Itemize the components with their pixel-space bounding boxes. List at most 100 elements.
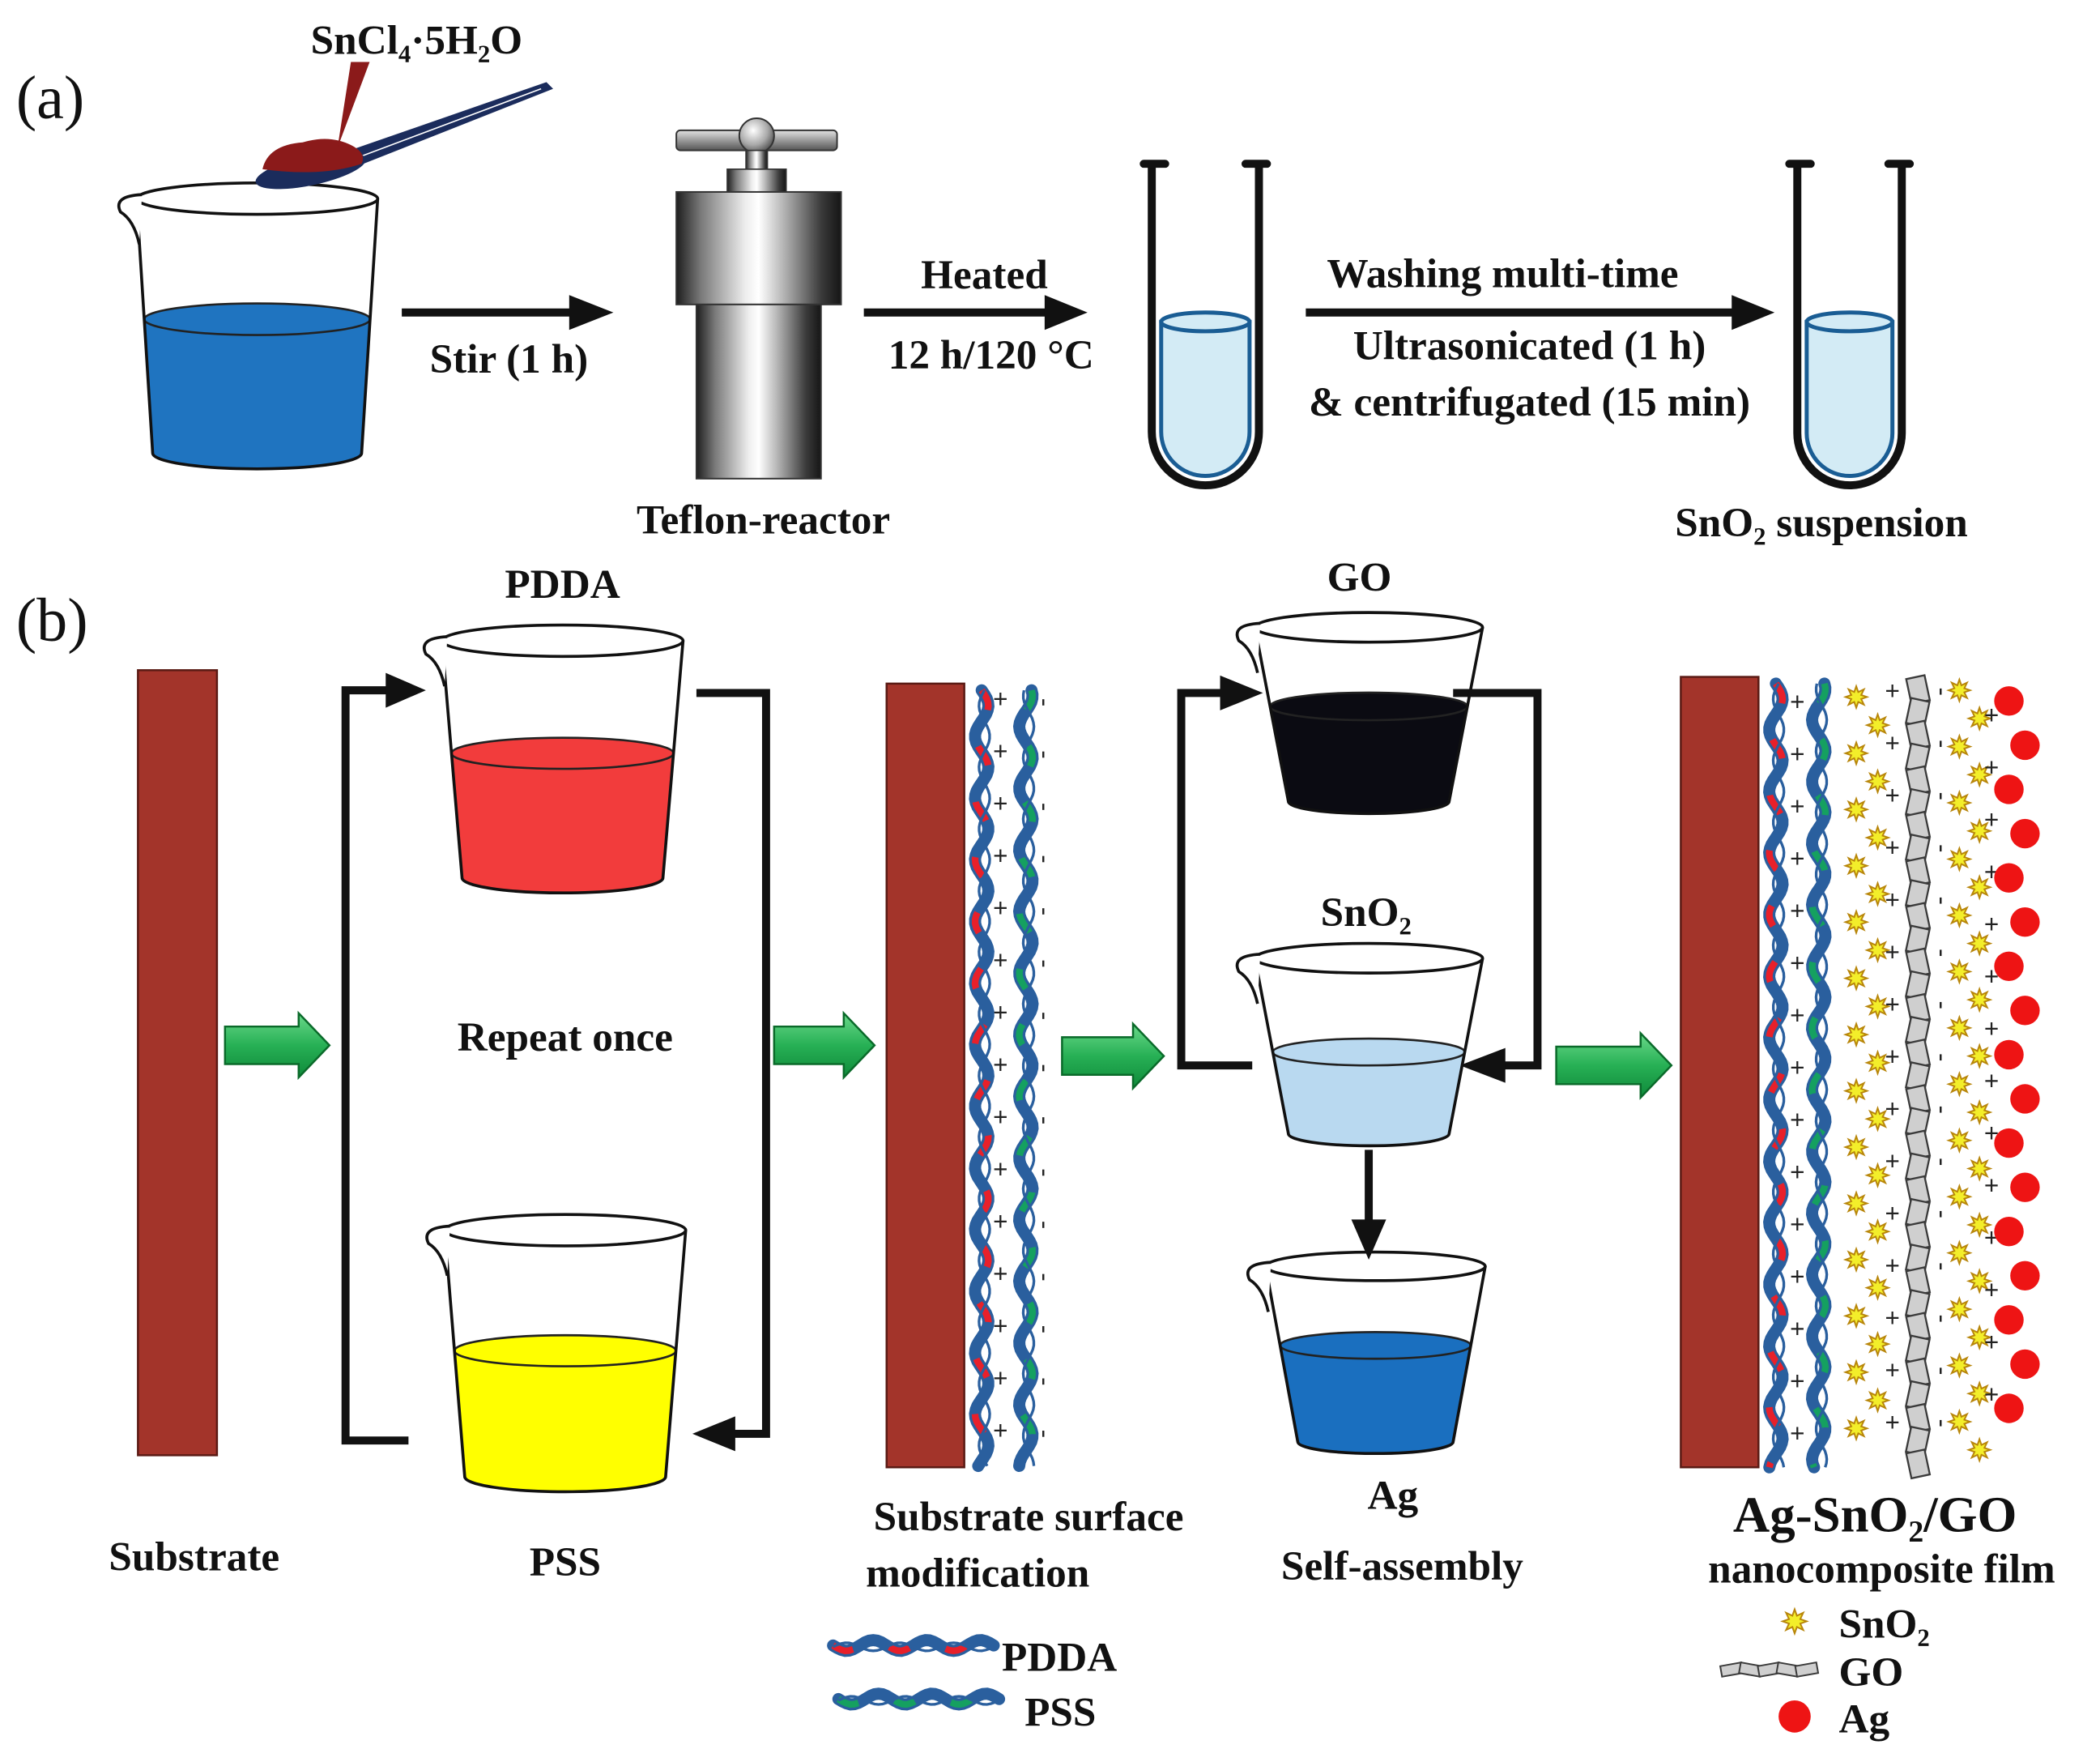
- sno2-particle: [1966, 930, 1993, 957]
- positive-charge: +: [993, 1155, 1007, 1184]
- positive-charge: +: [1984, 1276, 1999, 1304]
- liquid: [451, 753, 674, 894]
- negative-charge: -: [1031, 1012, 1059, 1020]
- positive-charge: +: [1790, 1419, 1804, 1448]
- positive-charge: +: [1885, 1043, 1900, 1071]
- glass-spout: [425, 1224, 450, 1277]
- sno2-particle: [1842, 1133, 1870, 1161]
- positive-charge: +: [1984, 1067, 1999, 1095]
- sno2-particle: [1966, 1211, 1993, 1239]
- reactor-knob: [738, 117, 775, 154]
- positive-charge: +: [1885, 1356, 1900, 1384]
- reagent-label: SnCl₄·5H₂O: [311, 18, 522, 64]
- liquid: [1272, 1052, 1465, 1146]
- ag-particle: [1994, 951, 2024, 981]
- positive-charge: +: [1790, 740, 1804, 768]
- sno2-particle: [1842, 1359, 1870, 1386]
- positive-charge: +: [1885, 782, 1900, 810]
- negative-charge: -: [1928, 688, 1957, 696]
- loop-right-line: [696, 689, 770, 1438]
- sno2-particle: [1966, 705, 1993, 732]
- ag-particle: [1994, 1217, 2024, 1247]
- sno2-beaker-label: SnO₂: [1321, 889, 1412, 936]
- heating-label: Heated: [921, 252, 1048, 298]
- positive-charge: +: [1984, 910, 1999, 938]
- sno2-particle: [1946, 902, 1973, 929]
- negative-charge: -: [1031, 1064, 1059, 1072]
- ag-particle: [1994, 1039, 2024, 1070]
- arrow-head: [569, 295, 614, 331]
- sno2-particle: [1842, 796, 1870, 823]
- ag-particle: [1994, 1128, 2024, 1158]
- negative-charge: -: [1031, 855, 1059, 863]
- sno2-particle: [1966, 873, 1993, 901]
- liquid-surface: [1272, 1037, 1466, 1067]
- positive-charge: +: [1885, 1147, 1900, 1175]
- ag-particle: [2010, 907, 2040, 937]
- positive-charge: +: [993, 1103, 1007, 1132]
- modification-label-line2: modification: [866, 1550, 1089, 1596]
- sno2-particle: [1842, 908, 1870, 936]
- legend-ag-label: Ag: [1839, 1696, 1890, 1743]
- positive-charge: +: [993, 1051, 1007, 1079]
- film-substrate: [1680, 676, 1760, 1469]
- sno2-particle: [1842, 1415, 1870, 1442]
- positive-charge: +: [1790, 1262, 1804, 1290]
- loop-arrow-head: [1220, 675, 1263, 710]
- loop-right-line: [1453, 689, 1542, 1070]
- glass-wall: [443, 1230, 688, 1494]
- sno2-particle: [1842, 1077, 1870, 1104]
- sno2-particle: [1864, 1049, 1891, 1077]
- positive-charge: +: [1885, 886, 1900, 915]
- liquid-surface: [1268, 691, 1469, 722]
- liquid-surface: [143, 302, 372, 336]
- legend-ag-dot: [1778, 1700, 1811, 1733]
- sno2-particle: [1946, 1014, 1973, 1042]
- sno2-particle: [1864, 711, 1891, 739]
- layer-legend: [827, 1634, 1006, 1711]
- positive-charge: +: [1984, 1328, 1999, 1356]
- test-tube-reacted: [1139, 160, 1272, 489]
- film-legend: [1719, 1606, 1820, 1678]
- sno2-particle: [1946, 1352, 1973, 1379]
- precursor-beaker: [117, 181, 380, 471]
- sno2-particle: [1842, 1303, 1870, 1329]
- positive-charge: +: [1790, 1053, 1804, 1081]
- sno2-particle: [1966, 986, 1993, 1013]
- positive-charge: +: [1885, 677, 1900, 706]
- liquid: [454, 1350, 676, 1492]
- sno2-particle: [1946, 733, 1973, 760]
- ag-particle: [2010, 1084, 2040, 1114]
- arrow-head: [1732, 295, 1775, 331]
- ag-particle: [2010, 730, 2040, 761]
- pss-layer-twist: [1814, 683, 1829, 1468]
- go-sheet: [1794, 1662, 1820, 1678]
- negative-charge: -: [1928, 1262, 1957, 1270]
- tube-liquid: [1804, 319, 1895, 479]
- centrifugation-label: & centrifugated (15 min): [1309, 379, 1750, 425]
- reactor-neck: [726, 169, 787, 193]
- positive-charge: +: [1790, 1001, 1804, 1030]
- tube-glass: [1148, 164, 1263, 489]
- glass-spout: [1246, 1261, 1272, 1312]
- down-arrow-head: [1351, 1219, 1387, 1260]
- liquid-surface: [453, 1333, 677, 1367]
- glass-wall: [1253, 627, 1484, 816]
- test-tube-sno2-suspension: [1785, 160, 1915, 489]
- sno2-particle: [1946, 1071, 1973, 1098]
- liquid-surface: [1279, 1330, 1472, 1360]
- glass-wall: [1263, 1265, 1487, 1456]
- negative-charge: -: [1928, 1418, 1957, 1427]
- sno2-particle: [1864, 936, 1891, 964]
- negative-charge: -: [1031, 1116, 1059, 1124]
- sno2-particle: [1946, 676, 1973, 704]
- legend-go-label: GO: [1839, 1649, 1904, 1696]
- positive-charge: +: [1885, 1095, 1900, 1124]
- sno2-particle: [1946, 846, 1973, 872]
- sno2-particle: [1966, 817, 1993, 844]
- spoon-with-reagent: [255, 62, 553, 190]
- glass-rim: [1253, 611, 1484, 644]
- negative-charge: -: [1928, 1001, 1957, 1009]
- positive-charge: +: [1790, 792, 1804, 821]
